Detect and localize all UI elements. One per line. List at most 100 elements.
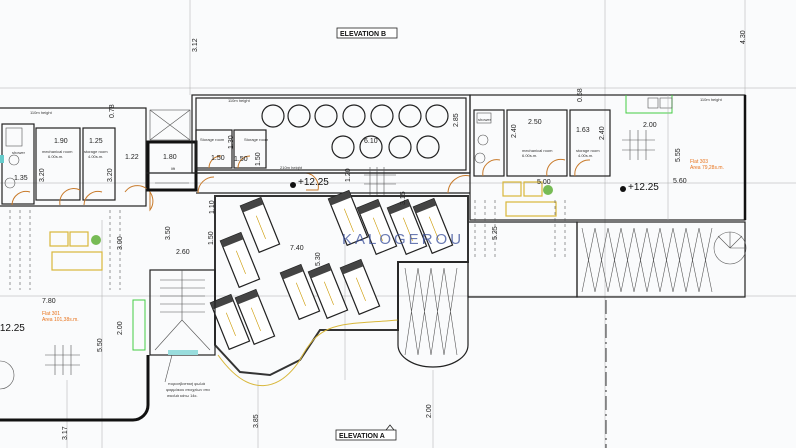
level-right: +12.25: [628, 182, 659, 193]
dimension-label: 5.00: [537, 179, 551, 186]
label: φαρμάκου στοιχείων στα: [166, 387, 210, 392]
solar-panel: [386, 198, 428, 256]
solar-panel: [239, 196, 281, 254]
elevation-a-label: ELEVATION A: [339, 433, 385, 440]
dimension-label: 5.25: [492, 226, 499, 240]
label: shower: [478, 117, 492, 122]
solar-panel-room: [209, 189, 469, 387]
dimension-label: 3.15: [400, 191, 407, 205]
flat-303-name: Flat 303: [690, 159, 708, 165]
pergola-area: [467, 221, 747, 298]
flat-301-terrace: [0, 345, 80, 390]
label: storage room: [576, 148, 600, 153]
dimension-label: 5.30: [315, 252, 322, 266]
water-tank: [425, 104, 449, 128]
dimension-label: 1.25: [89, 138, 103, 145]
dimension-label: 2.60: [176, 249, 190, 256]
dimension-label: 1.22: [125, 154, 139, 161]
dimension-label: 1.20: [345, 168, 352, 182]
flat-303-area: Area 79,28s.m.: [690, 165, 724, 171]
dimension-label: 1.80: [163, 154, 177, 161]
dimension-label: 1.35: [14, 175, 28, 182]
dimension-label: 5.55: [675, 148, 682, 162]
label: Storage room: [244, 137, 269, 142]
dimension-label: 2.50: [528, 119, 542, 126]
water-tank: [261, 104, 285, 128]
dimension-label: 1.50: [255, 152, 262, 166]
water-tank: [370, 104, 394, 128]
label: πυροσβεστική φωλιά: [168, 381, 206, 386]
label: 210m height: [280, 165, 303, 170]
solar-panel: [209, 293, 251, 351]
label: 110m height: [30, 110, 53, 115]
elevation-b-label: ELEVATION B: [340, 31, 386, 38]
label: 110m height: [228, 98, 251, 103]
flat-301-name: Flat 301: [42, 311, 60, 317]
label: mechanical room: [522, 148, 553, 153]
label: mechanical room: [42, 149, 73, 154]
dimension-label: 3.17: [62, 426, 69, 440]
dimension-label: 5.60: [673, 178, 687, 185]
level-markers: +12.25 +12.25 +12.25: [0, 177, 659, 334]
dimension-label: 4.30: [740, 30, 747, 44]
dimension-label: 6.10: [364, 138, 378, 145]
room-labels: 110m height 110m height 110m height 210m…: [12, 97, 723, 398]
dimension-label: 2.40: [511, 124, 518, 138]
water-tank: [342, 104, 366, 128]
left-service-block: [0, 107, 154, 212]
dimension-label: 7.80: [42, 298, 56, 305]
water-tank: [314, 104, 338, 128]
lift-shaft: [146, 109, 198, 192]
water-tank: [388, 135, 412, 159]
level-center: +12.25: [298, 177, 329, 188]
solar-panel: [219, 231, 261, 289]
dimension-label: 1.30: [228, 135, 235, 149]
elevation-a-marker: ELEVATION A: [335, 424, 397, 441]
dimension-label: 1.63: [576, 127, 590, 134]
solar-panel: [279, 263, 321, 321]
solar-panel: [356, 198, 398, 256]
dimension-label: 2.00: [426, 404, 433, 418]
dimension-label: 7.40: [290, 245, 304, 252]
flat-301-area: Area 101,38s.m.: [42, 317, 79, 323]
solar-panel: [327, 189, 369, 247]
level-left-lower: +12.25: [0, 323, 25, 334]
dimension-label: 1.10: [209, 200, 216, 214]
dimension-label: 1.90: [54, 138, 68, 145]
water-tanks: [261, 104, 449, 159]
label: lift: [171, 166, 176, 171]
label: Storage room: [200, 137, 225, 142]
right-service-block: [9, 94, 747, 290]
dimension-label: 3.20: [107, 168, 114, 182]
watermark: KALOGEROU: [342, 231, 464, 248]
deck-railings: [9, 200, 566, 290]
label: storage room: [84, 149, 108, 154]
dimension-label: 5.50: [97, 338, 104, 352]
water-tank: [331, 135, 355, 159]
dimension-label: 2.00: [643, 122, 657, 129]
dimension-label: 1.50: [208, 231, 215, 245]
label: 110m height: [700, 97, 723, 102]
elevation-b-marker: ELEVATION B: [336, 27, 398, 39]
furniture-yellow: [49, 181, 557, 271]
dimension-label: 3.12: [192, 38, 199, 52]
label: 4.00s.m.: [578, 153, 593, 158]
solar-panel: [339, 258, 381, 316]
staircase: [0, 269, 216, 422]
water-tank: [416, 135, 440, 159]
dimension-label: 3.50: [165, 226, 172, 240]
water-tank: [398, 104, 422, 128]
solar-panels: [209, 189, 454, 351]
dimension-label: 2.85: [453, 113, 460, 127]
dimension-label: 3.85: [253, 414, 260, 428]
dimension-label: 0.78: [109, 104, 116, 118]
solar-panel: [307, 262, 349, 320]
dimension-label: 1.50: [234, 156, 248, 163]
dimension-label: 3.00: [117, 236, 124, 250]
label: σκαλιά κάτω 14κ.: [167, 393, 198, 398]
label: 6.00s.m.: [48, 154, 63, 159]
corridor: [146, 172, 471, 194]
oval-planter: [397, 261, 469, 368]
